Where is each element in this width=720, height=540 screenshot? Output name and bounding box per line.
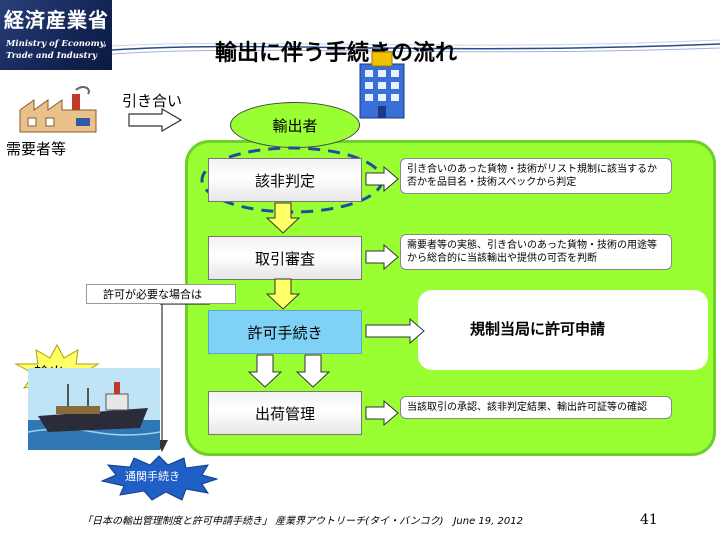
factory-icon (19, 86, 97, 133)
header-wave-lines (112, 39, 720, 55)
demander-label: 需要者等 (6, 140, 67, 158)
exporter-ellipse: 輸出者 (230, 102, 360, 148)
footer-citation: 「日本の輸出管理制度と許可申請手続き」 産業界アウトリーチ(タイ・バンコク) J… (82, 516, 523, 527)
down-arrow-4 (296, 354, 330, 388)
building-icon (359, 51, 405, 119)
ship-image (28, 368, 160, 450)
step-classification: 該非判定 (208, 158, 362, 202)
logo-english-line1: Ministry of Economy, (6, 39, 107, 49)
logo-japanese-text: 経済産業省 (4, 8, 109, 32)
inquiry-label: 引き合い (122, 92, 183, 110)
customs-label: 通関手続き (125, 470, 180, 483)
down-arrow-2 (266, 278, 300, 310)
desc-transaction-review: 需要者等の実態、引き合いのあった貨物・技術の用途等から総合的に当該輸出や提供の可… (400, 234, 672, 270)
step-shipping-control: 出荷管理 (208, 391, 362, 435)
logo-english-line2: Trade and Industry (6, 51, 98, 61)
right-arrow-3 (365, 318, 425, 344)
step-transaction-review: 取引審査 (208, 236, 362, 280)
right-arrow-2 (365, 244, 399, 270)
permit-needed-label: 許可が必要な場合は (86, 284, 236, 304)
ministry-logo: 経済産業省 Ministry of Economy, Trade and Ind… (0, 0, 112, 70)
right-arrow-4 (365, 400, 399, 426)
down-arrow-1 (266, 202, 300, 234)
page-title: 輸出に伴う手続きの流れ (215, 41, 458, 66)
application-card (418, 290, 708, 370)
desc-shipping-control: 当該取引の承認、該非判定結果、輸出許可証等の確認 (400, 396, 672, 419)
desc-classification: 引き合いのあった貨物・技術がリスト規制に該当するか否かを品目名・技術スペックから… (400, 158, 672, 194)
page-number: 41 (640, 512, 658, 528)
right-arrow-1 (365, 166, 399, 192)
down-arrow-3 (248, 354, 282, 388)
step-license-procedure: 許可手続き (208, 310, 362, 354)
inquiry-arrow (128, 108, 182, 132)
apply-to-authority-text: 規制当局に許可申請 (470, 320, 606, 338)
logo-english-text: Ministry of Economy, Trade and Industry (6, 38, 107, 62)
customs-starburst (100, 455, 218, 501)
